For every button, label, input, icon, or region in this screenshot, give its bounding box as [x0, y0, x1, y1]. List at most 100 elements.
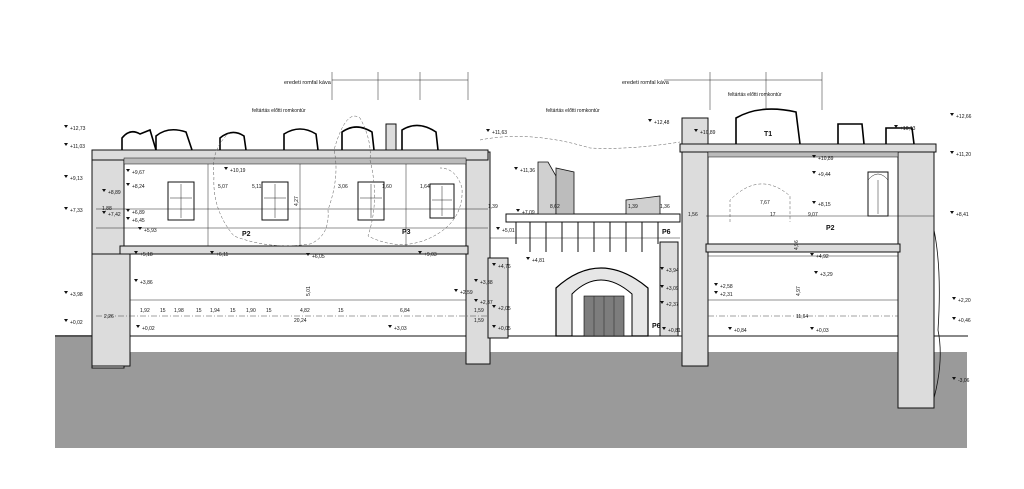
dimension-value: 15	[160, 308, 166, 314]
level-value: +8,15	[818, 202, 831, 208]
left-merlon-3	[219, 131, 247, 151]
level-marker-icon	[514, 167, 518, 170]
level-value: +4,81	[532, 258, 545, 264]
level-marker-icon	[950, 113, 954, 116]
level-marker-icon	[492, 325, 496, 328]
level-value: +10,19	[230, 168, 246, 174]
level-marker-icon	[126, 217, 130, 220]
level-value: +3,09	[666, 286, 679, 292]
level-marker-icon	[950, 151, 954, 154]
dimension-value: 7,67	[760, 200, 770, 206]
dimension-value: 9,07	[808, 212, 818, 218]
level-value: +2,05	[498, 306, 511, 312]
level-value: +2,31	[720, 292, 733, 298]
level-value: +10,89	[818, 156, 834, 162]
level-marker-icon	[526, 257, 530, 260]
dimension-value: 1,64	[420, 184, 430, 190]
level-marker-icon	[496, 227, 500, 230]
level-marker-icon	[810, 327, 814, 330]
window-2	[261, 181, 289, 221]
levels-left: +12,73+11,03+9,13+7,33+3,98+0,02	[64, 125, 86, 326]
level-marker-icon	[64, 291, 68, 294]
level-marker-icon	[950, 211, 954, 214]
left-merlon-2	[155, 128, 193, 151]
level-marker-icon	[138, 227, 142, 230]
window-4	[429, 183, 455, 219]
gallery-rail	[505, 213, 681, 223]
level-value: +12,66	[956, 114, 972, 120]
levels-right: +12,48+10,89+10,89+9,44+8,15+4,92+3,29+2…	[648, 119, 834, 334]
levels-far-right: +12,66+11,20+10,13+8,41+2,20+0,46-3,06	[894, 113, 972, 384]
level-value: +3,03	[394, 326, 407, 332]
annotation-contour-right: feltártás előtti romkontúr	[728, 92, 782, 98]
right-parapet-hatch	[707, 151, 899, 158]
ruin-fragment-right	[625, 195, 661, 215]
level-marker-icon	[810, 253, 814, 256]
level-marker-icon	[210, 251, 214, 254]
level-value: +0,81	[668, 328, 681, 334]
level-marker-icon	[64, 125, 68, 128]
dimension-value: 17	[770, 212, 776, 218]
right-inner-wall	[681, 117, 709, 367]
level-marker-icon	[952, 297, 956, 300]
ground-mask-left	[55, 335, 95, 352]
right-merlon-2	[837, 123, 865, 145]
level-marker-icon	[516, 209, 520, 212]
level-marker-icon	[894, 125, 898, 128]
level-marker-icon	[812, 201, 816, 204]
level-value: +8,89	[108, 190, 121, 196]
level-marker-icon	[648, 119, 652, 122]
dimension-value: 1,36	[660, 204, 670, 210]
dimension-value: 15	[230, 308, 236, 314]
right-wing	[679, 108, 941, 409]
ruin-fragment-mid	[555, 167, 575, 215]
level-value: +9,44	[818, 172, 831, 178]
level-value: +4,76	[498, 264, 511, 270]
level-marker-icon	[102, 211, 106, 214]
level-marker-icon	[474, 299, 478, 302]
ruin-contour-left	[213, 116, 463, 247]
room-label-t1: T1	[764, 131, 772, 138]
level-value: +2,59	[460, 290, 473, 296]
center-gate-area	[479, 136, 681, 339]
room-label-p2-left: P2	[242, 231, 251, 238]
window-3	[357, 181, 385, 221]
dimension-value: 20,24	[294, 318, 307, 324]
level-marker-icon	[126, 209, 130, 212]
level-value: +7,33	[70, 208, 83, 214]
level-value: +11,63	[492, 130, 507, 136]
level-value: +6,11	[216, 252, 228, 258]
level-value: +5,93	[144, 228, 157, 234]
dimension-value: 5,11	[252, 184, 262, 190]
center-left-pier	[487, 257, 509, 339]
level-value: +0,02	[142, 326, 155, 332]
right-merlon-1	[735, 108, 801, 145]
room-label-p3: P3	[402, 229, 411, 236]
level-value: +0,02	[70, 320, 83, 326]
center-right-pier	[659, 241, 679, 337]
dimension-value: 1,59	[474, 308, 484, 314]
dimension-value: 1,90	[246, 308, 256, 314]
level-marker-icon	[126, 169, 130, 172]
level-value: +0,46	[958, 318, 971, 324]
level-value: +10,13	[900, 126, 916, 132]
dimension-value: 1,88	[102, 206, 112, 212]
dimension-value: 15	[338, 308, 344, 314]
left-merlon-5	[341, 126, 375, 151]
level-value: +9,13	[70, 176, 83, 182]
level-value: +7,09	[522, 210, 535, 216]
dimension-value: 5,01	[306, 286, 312, 296]
level-value: +6,05	[312, 254, 325, 260]
level-marker-icon	[662, 327, 666, 330]
level-value: +7,42	[108, 212, 121, 218]
right-outer-wall	[897, 145, 935, 409]
level-marker-icon	[134, 279, 138, 282]
dimension-value: 4,27	[294, 196, 300, 206]
level-marker-icon	[474, 279, 478, 282]
dimension-value: 8,62	[550, 204, 560, 210]
level-value: -3,06	[958, 378, 970, 384]
level-marker-icon	[418, 251, 422, 254]
level-marker-icon	[952, 317, 956, 320]
room-label-p6-lower: P6	[652, 323, 661, 330]
level-marker-icon	[136, 325, 140, 328]
